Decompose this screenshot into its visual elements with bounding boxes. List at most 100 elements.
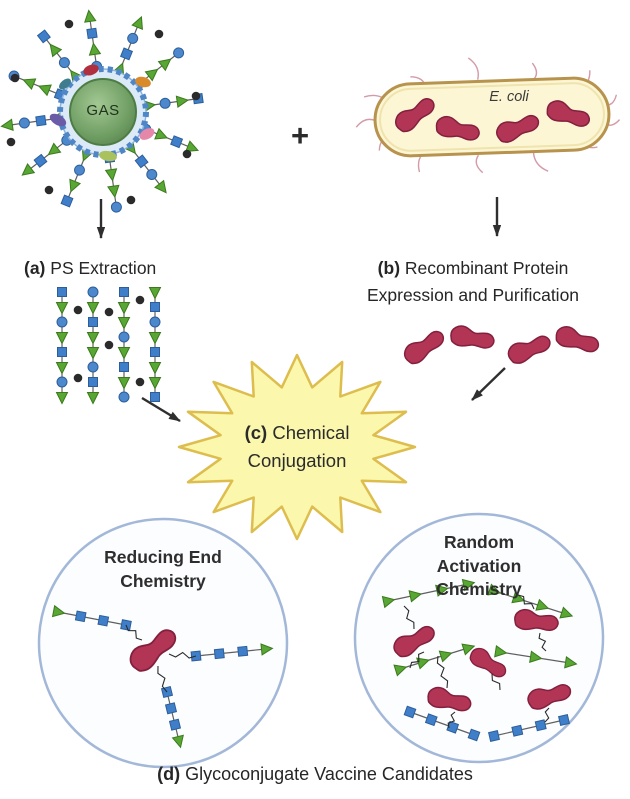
linker-zigzag [125,624,143,641]
sugar-square-icon [74,610,87,623]
sugar-triangle-icon [175,94,190,108]
random-diagram [381,576,578,742]
sugar-triangle-icon [144,64,162,82]
sugar-square-icon [488,730,500,742]
sugar-square-icon [120,47,133,61]
sugar-square-icon [119,362,129,372]
sugar-square-icon [86,27,98,39]
glycan-chain [123,140,171,197]
black-dot-icon [64,19,74,29]
sugar-square-icon [165,702,177,715]
black-dot-icon [73,305,83,315]
sugar-square-icon [57,347,67,357]
sugar-circle-icon [118,331,130,343]
linker-zigzag [517,594,535,610]
sugar-square-icon [97,614,110,627]
linker-zigzag [168,651,197,659]
glycan-chain [142,93,204,113]
black-dot-icon [135,295,145,305]
sugar-square-icon [57,287,67,297]
glycan-chain [149,287,161,402]
chain-backbone [195,648,267,657]
black-dot-icon [135,377,145,387]
glycan-chain [488,714,570,742]
sugar-square-icon [558,714,570,726]
sugar-triangle-icon [158,54,175,71]
chain-backbone [108,157,117,208]
sugar-triangle-icon [154,128,170,144]
glycan-chain [82,9,103,73]
sugar-triangle-icon [105,168,119,182]
sugar-square-icon [169,718,181,731]
sugar-triangle-icon [131,14,148,30]
sugar-circle-icon [149,316,161,328]
glycan-chain [393,640,477,677]
sugar-triangle-icon [56,302,68,314]
sugar-circle-icon [118,391,130,403]
ecoli-inner-membrane [379,82,605,152]
sugar-circle-icon [56,316,68,328]
black-dot-icon [6,137,16,147]
sugar-triangle-icon [149,377,161,389]
sugar-square-icon [150,302,160,312]
surface-protein-blob [49,113,67,127]
sugar-triangle-icon [107,184,121,199]
sugar-circle-icon [171,45,187,61]
sugar-triangle-icon [65,178,81,195]
purified-proteins [400,322,602,368]
sugar-square-icon [60,194,74,208]
sugar-triangle-icon [118,317,130,329]
black-dot-icon [10,73,20,83]
ecoli-bacterium [355,57,621,174]
surface-protein-blob [139,128,155,140]
pilus-icon [355,118,377,128]
sugar-triangle-icon [56,332,68,344]
pilus-icon [475,154,484,174]
chain-backbone [387,583,469,602]
glycan-chain [190,642,274,662]
linker-zigzag [491,673,501,691]
chain-backbone [399,647,469,670]
sugar-triangle-icon [56,362,68,374]
linker-zigzag [409,651,425,669]
sugar-triangle-icon [36,80,52,96]
sugar-circle-icon [110,200,123,214]
protein-icon [400,327,450,368]
sugar-square-icon [119,287,129,297]
sugar-circle-icon [72,163,87,178]
linker-zigzag [157,665,168,693]
black-dot-icon [154,29,164,39]
glycan-chain [6,68,67,102]
sugar-circle-icon [158,97,172,110]
glycan-chain [494,645,578,670]
surface-protein-blob [99,150,117,162]
protein-icon [552,322,602,359]
chain-backbone [66,154,87,202]
gas-surface-proteins [49,64,155,162]
glycan-chain [403,705,481,742]
sugar-square-icon [134,154,149,169]
chain-backbone [57,611,127,626]
sugar-circle-icon [144,166,160,183]
chain-backbone [7,117,58,126]
black-dot-icon [191,91,201,101]
arrow-ps-to-conjugation [141,396,181,423]
sugar-circle-icon [125,31,140,46]
sugar-triangle-icon [118,347,130,359]
sugar-triangle-icon [0,118,14,133]
linker-zigzag [538,632,547,652]
chain-backbone [130,147,163,189]
ps-chains [56,286,161,404]
sugar-square-icon [170,135,183,149]
sugar-square-icon [237,645,249,657]
glycan-chain [18,132,75,180]
protein-icon [505,332,555,367]
black-dot-icon [73,373,83,383]
reducing-diagram [52,605,274,750]
sugar-square-icon [37,29,51,44]
pilus-icon [532,151,549,172]
linker-zigzag [403,605,415,630]
sugar-square-icon [150,392,160,402]
sugar-triangle-icon [149,362,161,374]
